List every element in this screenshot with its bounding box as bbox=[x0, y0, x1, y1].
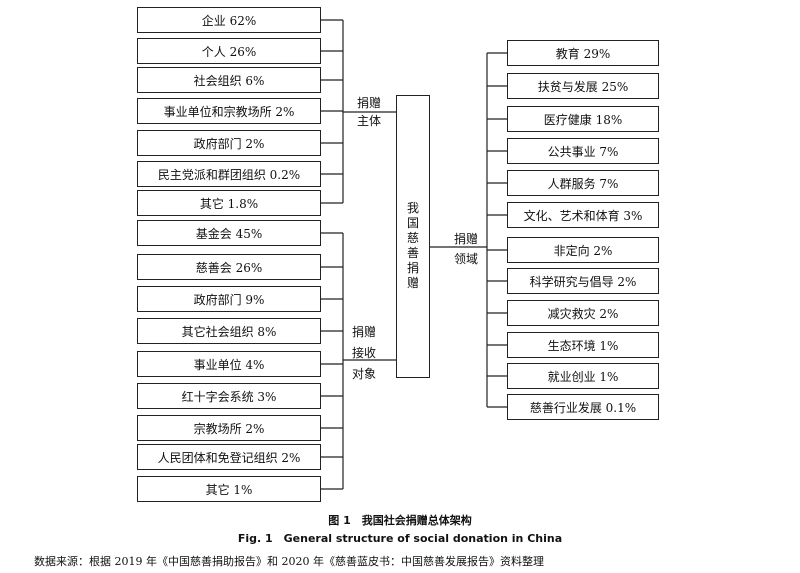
caption-en: Fig. 1 General structure of social donat… bbox=[237, 532, 563, 545]
field-box: 公共事业 7% bbox=[507, 138, 659, 164]
field-box: 慈善行业发展 0.1% bbox=[507, 394, 659, 420]
field-box: 科学研究与倡导 2% bbox=[507, 268, 659, 294]
recipient-box: 其它 1% bbox=[137, 476, 321, 502]
field-box: 非定向 2% bbox=[507, 237, 659, 263]
source-note: 数据来源：根据 2019 年《中国慈善捐助报告》和 2020 年《慈善蓝皮书：中… bbox=[34, 555, 544, 568]
center-box: 我国慈善捐赠 bbox=[396, 95, 430, 378]
field-label-top: 捐赠 bbox=[454, 232, 479, 246]
field-box: 就业创业 1% bbox=[507, 363, 659, 389]
field-label-bottom: 领域 bbox=[454, 252, 479, 266]
center-title: 我国慈善捐赠 bbox=[406, 201, 419, 290]
donor-box: 个人 26% bbox=[137, 38, 321, 64]
donor-box: 社会组织 6% bbox=[137, 67, 321, 93]
recipient-box: 基金会 45% bbox=[137, 220, 321, 246]
caption-cn: 图 1 我国社会捐赠总体架构 bbox=[328, 514, 472, 527]
donor-box: 民主党派和群团组织 0.2% bbox=[137, 161, 321, 187]
recipient-label-2: 接收 bbox=[352, 346, 377, 360]
recipient-box: 红十字会系统 3% bbox=[137, 383, 321, 409]
field-box: 减灾救灾 2% bbox=[507, 300, 659, 326]
recipient-box: 事业单位 4% bbox=[137, 351, 321, 377]
field-box: 文化、艺术和体育 3% bbox=[507, 202, 659, 228]
donor-box: 其它 1.8% bbox=[137, 190, 321, 216]
field-box: 生态环境 1% bbox=[507, 332, 659, 358]
donor-box: 企业 62% bbox=[137, 7, 321, 33]
recipient-label-3: 对象 bbox=[352, 367, 377, 381]
donor-label-top: 捐赠 bbox=[357, 96, 382, 110]
field-box: 扶贫与发展 25% bbox=[507, 73, 659, 99]
donor-box: 事业单位和宗教场所 2% bbox=[137, 98, 321, 124]
recipient-box: 其它社会组织 8% bbox=[137, 318, 321, 344]
field-box: 医疗健康 18% bbox=[507, 106, 659, 132]
recipient-label-1: 捐赠 bbox=[352, 325, 377, 339]
recipient-box: 宗教场所 2% bbox=[137, 415, 321, 441]
recipient-box: 慈善会 26% bbox=[137, 254, 321, 280]
donor-box: 政府部门 2% bbox=[137, 130, 321, 156]
donor-label-bottom: 主体 bbox=[357, 114, 382, 128]
field-box: 教育 29% bbox=[507, 40, 659, 66]
field-box: 人群服务 7% bbox=[507, 170, 659, 196]
recipient-box: 政府部门 9% bbox=[137, 286, 321, 312]
recipient-box: 人民团体和免登记组织 2% bbox=[137, 444, 321, 470]
